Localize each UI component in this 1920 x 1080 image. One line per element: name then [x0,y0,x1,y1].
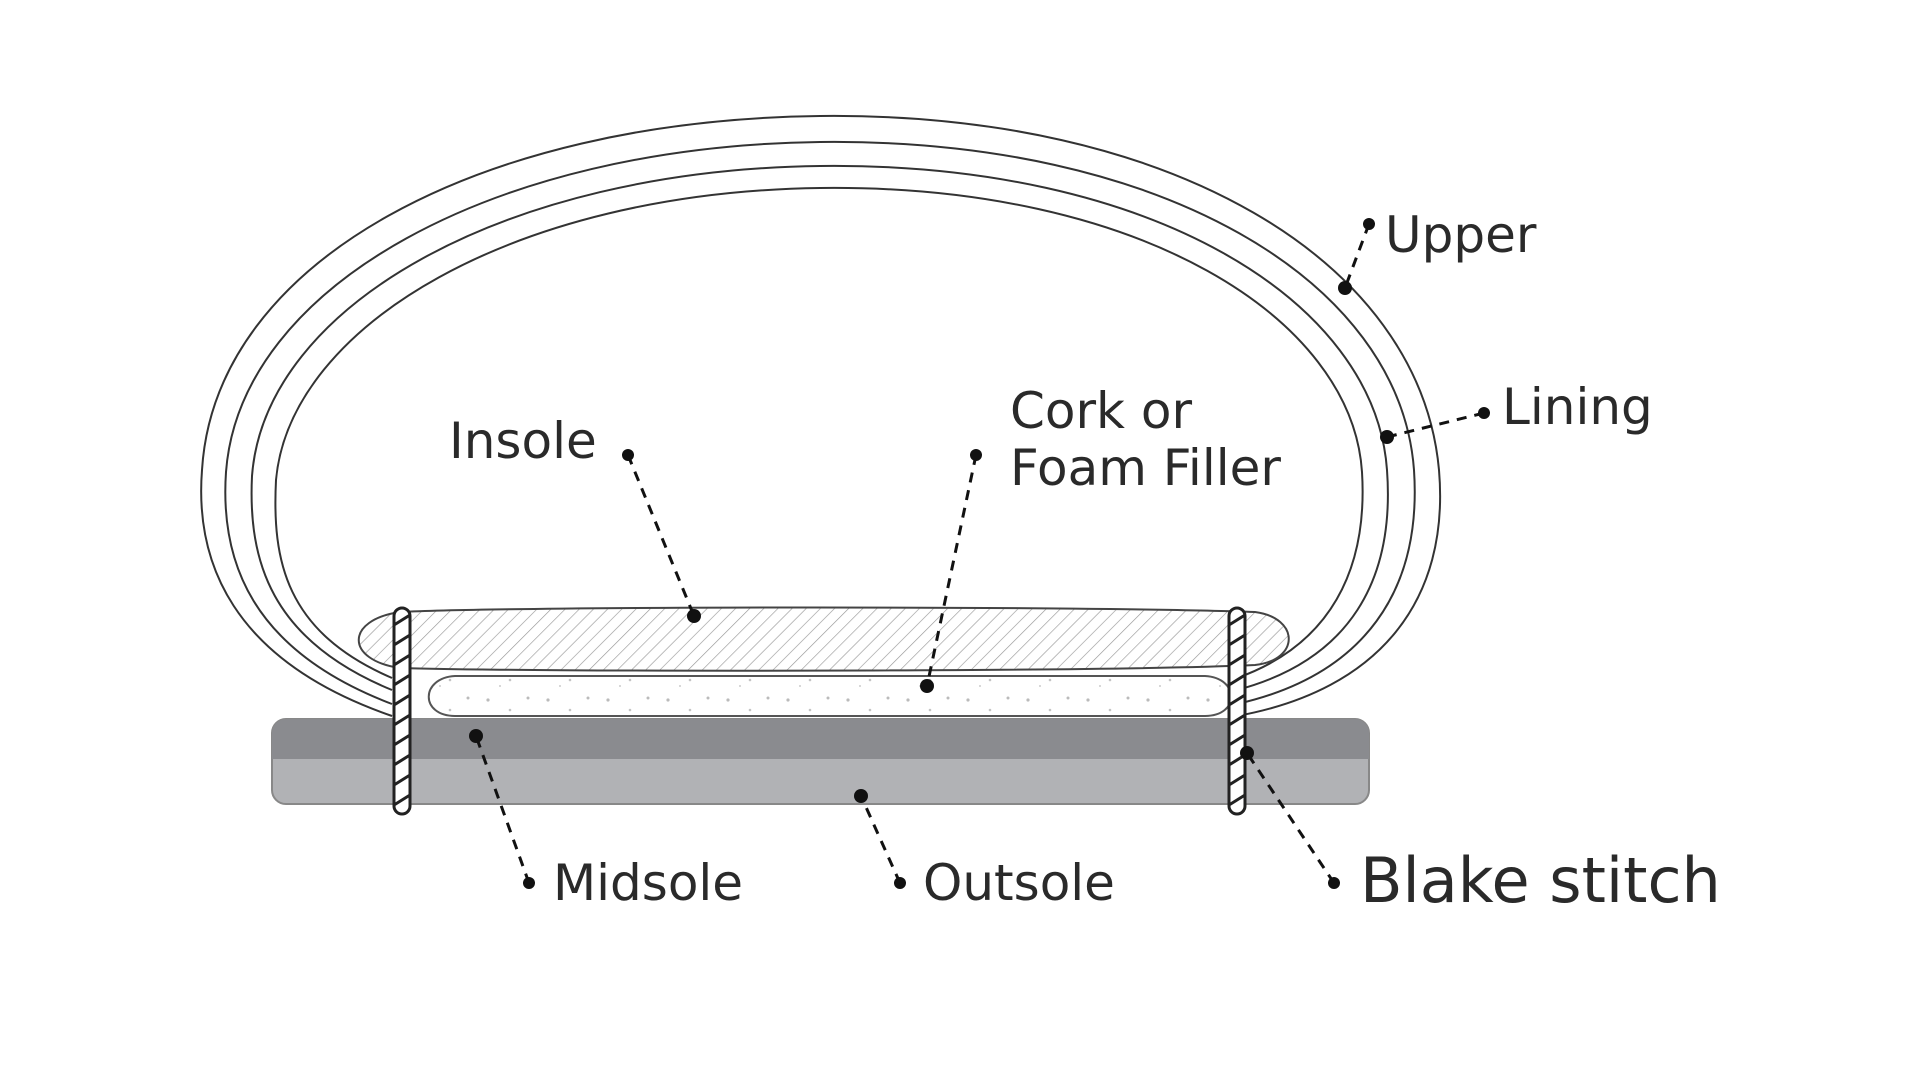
cork-filler [427,675,1233,717]
leader-filler [920,449,982,693]
lining-shape [250,164,1389,691]
label-filler-line1: Cork or [1010,382,1192,440]
label-lining: Lining [1502,378,1653,436]
blake-stitch-right [1227,606,1247,816]
blake-stitch-left [392,606,412,816]
label-outsole: Outsole [923,854,1115,912]
label-upper: Upper [1385,206,1537,264]
leader-lining [1380,407,1490,444]
leader-outsole [854,789,906,889]
label-blake-stitch: Blake stitch [1360,844,1721,917]
leader-blake-stitch [1240,746,1340,889]
label-midsole: Midsole [553,854,743,912]
leader-insole [622,449,701,623]
leader-midsole [469,729,535,889]
leader-upper [1338,218,1375,295]
label-insole: Insole [449,412,597,470]
midsole [272,719,1369,759]
sole-stack [271,718,1370,805]
insole [357,606,1290,672]
label-filler-line2: Foam Filler [1010,439,1281,497]
upper-shape [200,114,1442,717]
